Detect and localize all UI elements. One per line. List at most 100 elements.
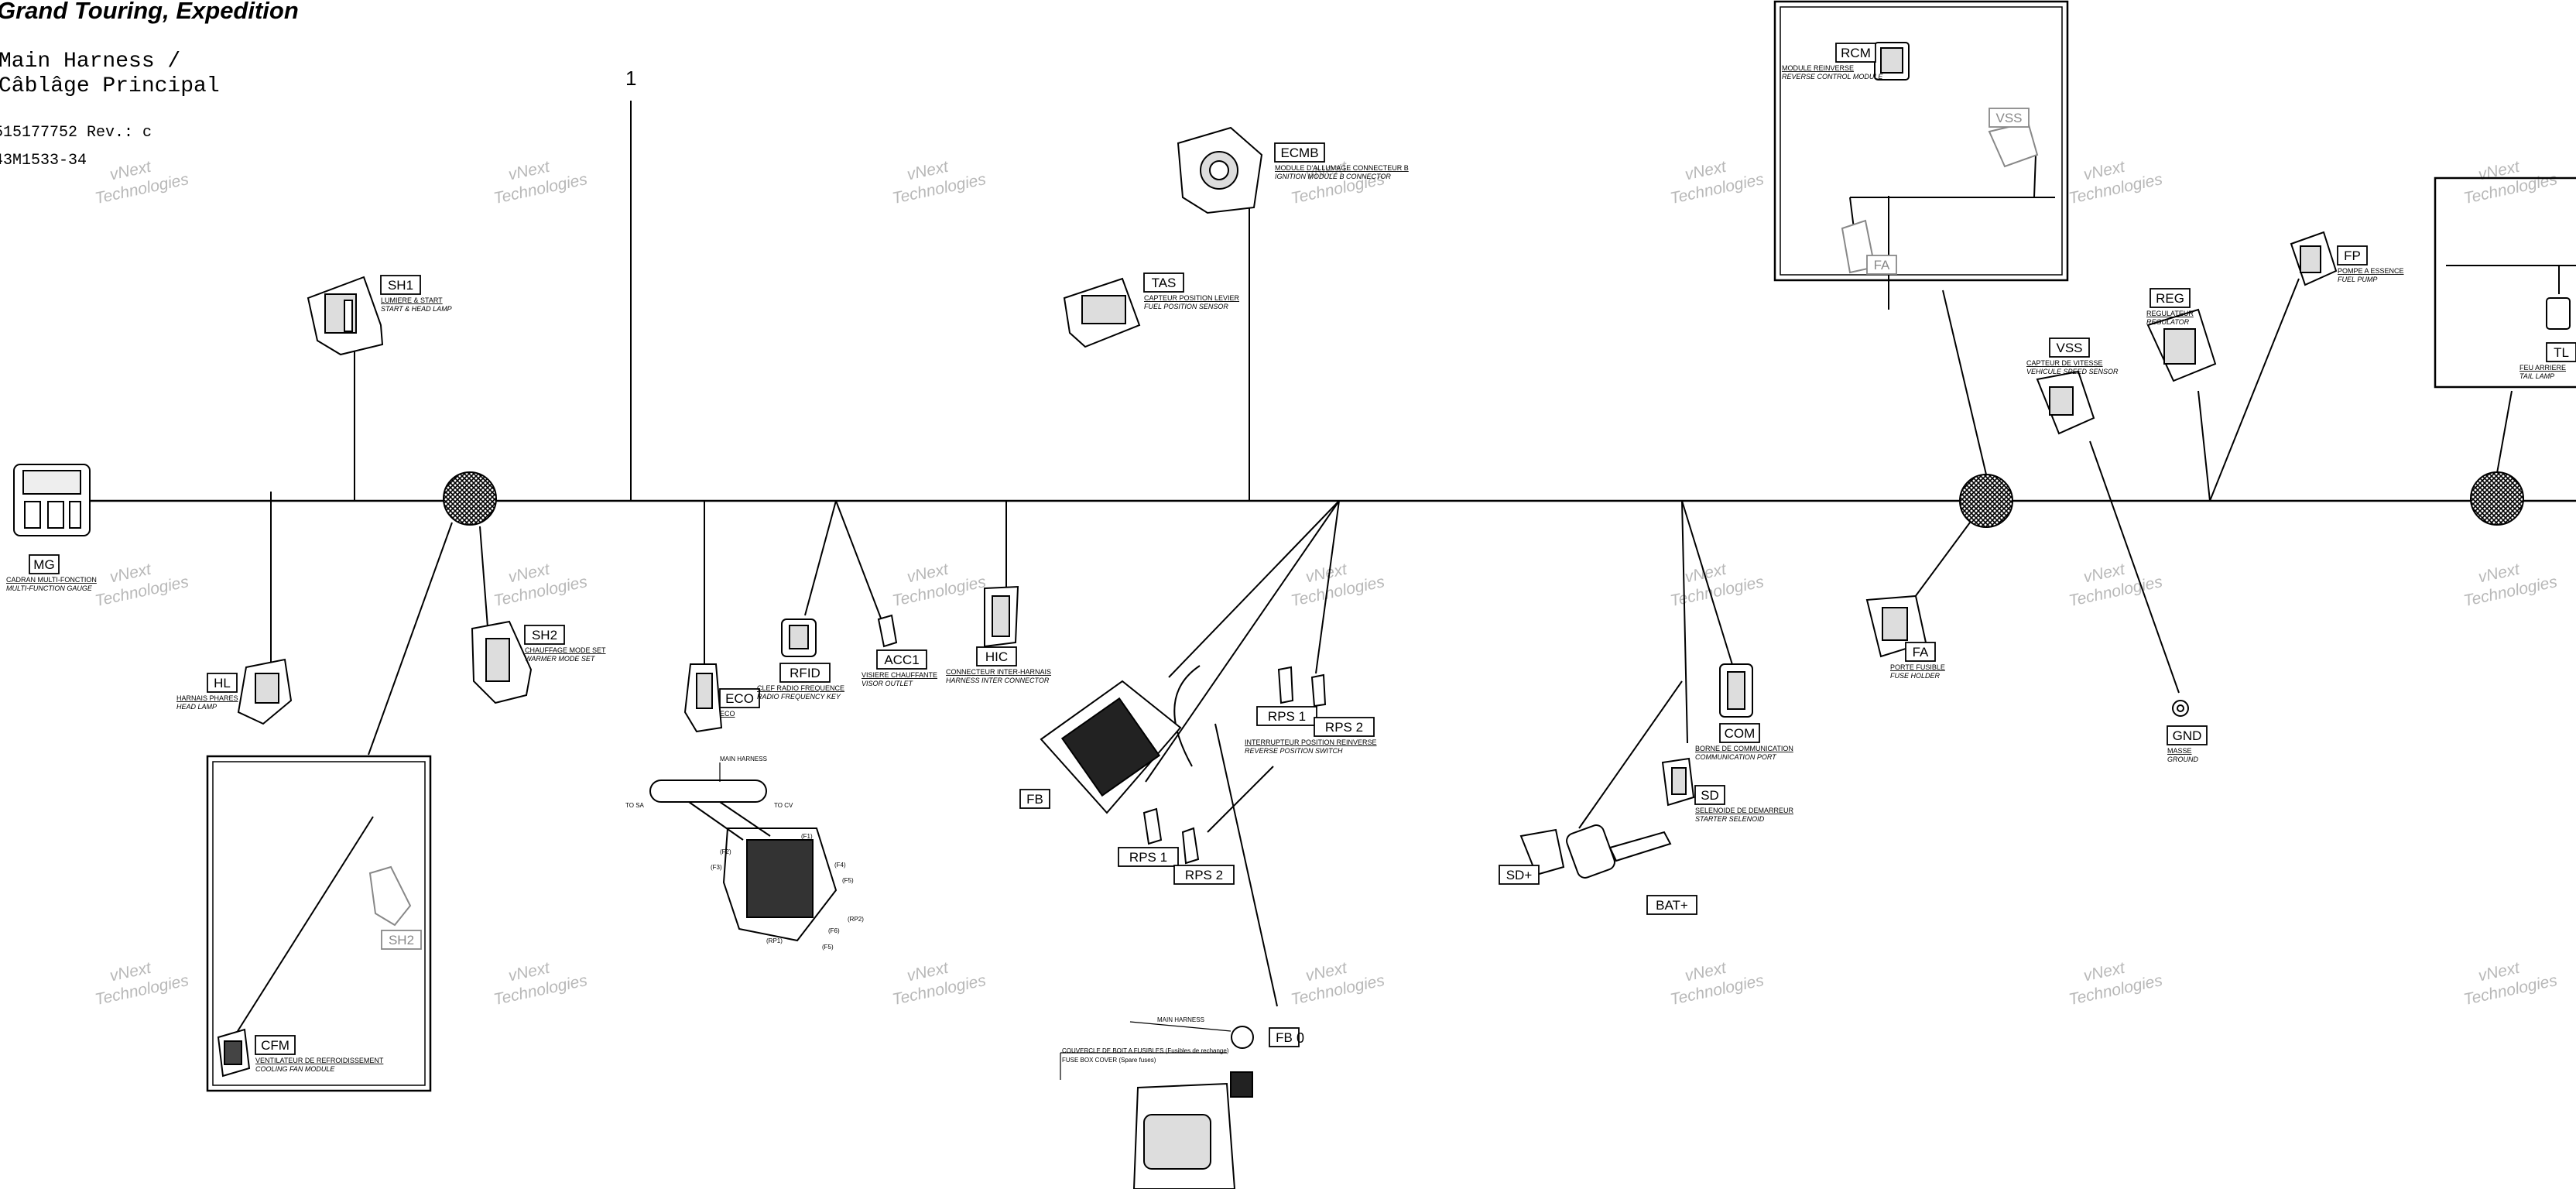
fuse-slot-5: (F5) [842,877,854,884]
hl-connector-icon [237,658,293,725]
svg-text:TAS: TAS [1152,276,1177,290]
fuse-slot-3: (F4) [834,862,846,869]
acc1-connector-icon [877,614,898,648]
svg-text:ECO: ECO [720,710,735,718]
svg-text:MODULE D'ALLUMAGE CONNECTEUR B: MODULE D'ALLUMAGE CONNECTEUR B [1275,164,1409,172]
fb-detail-zero: 0 [1297,1030,1304,1046]
connector-label-fa-2: FA [1866,255,1897,275]
vss-gray-connector-icon [1988,121,2039,168]
svg-text:LUMIERE & START: LUMIERE & START [381,296,443,304]
svg-text:SD: SD [1701,788,1719,803]
reg-connector-icon [2146,308,2217,382]
svg-text:FEU ARRIERE: FEU ARRIERE [2519,364,2566,372]
svg-text:HL: HL [214,676,231,690]
sh2-connector-icon [471,620,533,704]
svg-text:REVERSE CONTROL MODULE: REVERSE CONTROL MODULE [1782,73,1883,81]
fb-cover-detail-icon [1132,1026,1254,1189]
svg-text:INTERRUPTEUR POSITION REINVERS: INTERRUPTEUR POSITION REINVERSE [1245,738,1377,746]
svg-text:POMPE A ESSENCE: POMPE A ESSENCE [2338,267,2404,275]
svg-text:CONNECTEUR INTER-HARNAIS: CONNECTEUR INTER-HARNAIS [946,668,1051,676]
svg-text:VEHICULE SPEED SENSOR: VEHICULE SPEED SENSOR [2026,368,2119,375]
svg-text:SD+: SD+ [1506,868,1533,882]
svg-text:SH2: SH2 [532,628,557,642]
tas-connector-icon [1063,277,1141,348]
svg-text:ECMB: ECMB [1280,146,1318,160]
fuse-detail-main-harness: MAIN HARNESS [720,756,767,762]
tl-detail-box [2434,176,2576,389]
document-title: Grand Touring, Expedition [0,0,299,24]
svg-text:HEAD LAMP: HEAD LAMP [176,703,217,711]
connector-label-rps-1-5: RPS 1 [1118,847,1179,867]
svg-text:REVERSE POSITION SWITCH: REVERSE POSITION SWITCH [1245,747,1343,755]
fuse-detail-to-sa: TO SA [625,802,645,809]
svg-text:MG: MG [33,557,54,572]
sh1-connector-icon [307,276,384,356]
connector-label-fb: FB [1019,789,1050,809]
svg-text:VSS: VSS [1995,111,2022,125]
svg-text:RPS 2: RPS 2 [1325,720,1363,735]
fuse-slot-2: (F2) [720,848,731,855]
rps2-connector-icon [1310,673,1327,708]
sd-connector-icon [1661,757,1695,807]
cfm-detail-box [206,755,432,1092]
svg-text:MASSE: MASSE [2167,747,2192,755]
rfid-connector-icon [781,618,817,657]
svg-text:RFID: RFID [790,666,820,680]
subtitle-line1: Main Harness / [0,50,181,74]
svg-text:ACC1: ACC1 [884,653,919,667]
svg-text:REG: REG [2156,291,2184,306]
gnd-ring-terminal-icon [2172,700,2189,717]
connector-label-bat: BAT+ [1646,895,1697,915]
connector-label-vss-3: VSS [1989,108,2030,128]
fuse-box-detail-icon [649,780,838,942]
svg-text:COMMUNICATION PORT: COMMUNICATION PORT [1695,753,1777,761]
subtitle-line2: Câblâge Principal [0,74,220,98]
svg-text:FB: FB [1026,792,1043,807]
connector-label-fb-7: FB [1269,1027,1300,1047]
drawing-number: 43M1533-34 [0,152,87,170]
svg-text:STARTER SELENOID: STARTER SELENOID [1695,815,1765,823]
svg-text:REGULATOR: REGULATOR [2146,318,2190,326]
svg-text:CAPTEUR DE VITESSE: CAPTEUR DE VITESSE [2026,359,2103,367]
fb-detail-cover-fr: COUVERCLE DE BOIT A FUSIBLES (Fusibles d… [1062,1047,1229,1054]
part-number: 515177752 Rev.: c [0,124,152,142]
svg-text:COM: COM [1725,726,1756,741]
cfm-connector-icon [217,1028,251,1078]
svg-text:VENTILATEUR DE REFROIDISSEMENT: VENTILATEUR DE REFROIDISSEMENT [255,1057,384,1064]
fb-fuse-block-icon [1040,680,1182,814]
rps1-lower-connector-icon [1142,807,1163,845]
svg-text:CAPTEUR POSITION LEVIER: CAPTEUR POSITION LEVIER [1144,294,1240,302]
svg-text:VSS: VSS [2056,341,2082,355]
svg-text:ECO: ECO [725,691,754,706]
tl-connector-icon [2546,297,2571,330]
fuse-slot-9: (F5) [822,944,834,951]
svg-text:PORTE FUSIBLE: PORTE FUSIBLE [1890,663,1945,671]
reference-number: 1 [625,67,636,90]
splice-point-1 [443,471,497,526]
fuse-detail-to-cv: TO CV [774,802,793,809]
connector-label-sd: SD+ [1499,865,1540,885]
connector-label-rps-2-6: RPS 2 [1173,865,1235,885]
fuse-slot-7: (RP1) [766,937,783,944]
